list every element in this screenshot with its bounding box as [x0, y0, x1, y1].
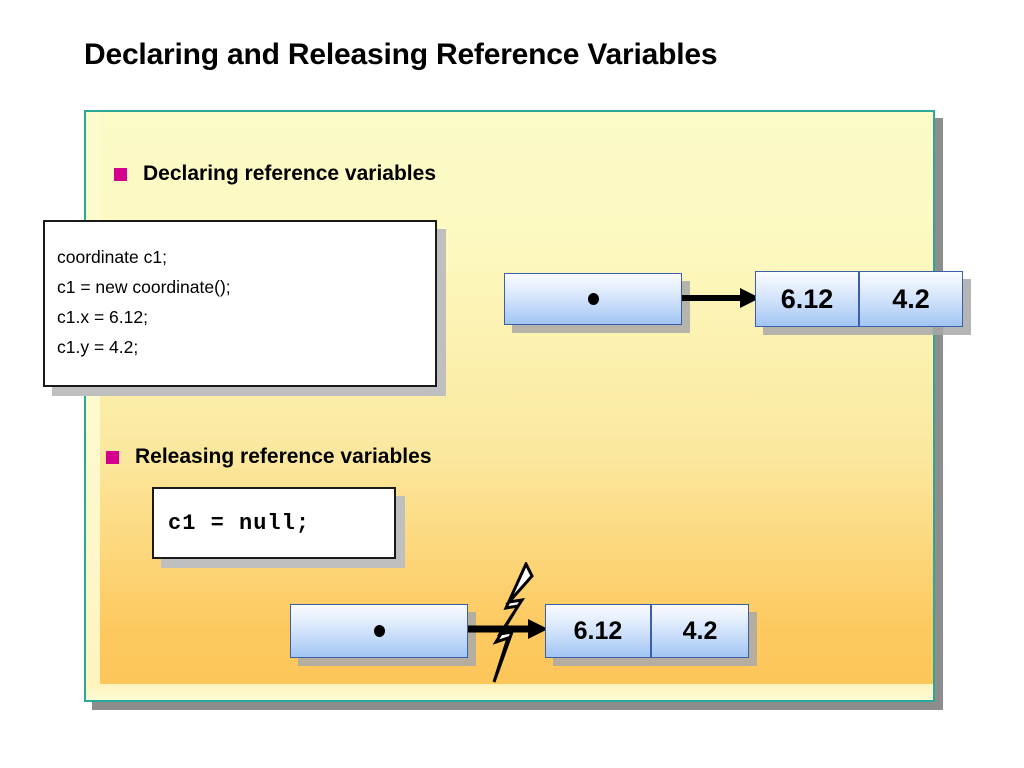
pointer-dot-icon — [587, 293, 599, 305]
value-box-x-top: 6.12 — [755, 271, 859, 327]
bullet-item-declaring: Declaring reference variables — [114, 162, 436, 186]
value-text: 6.12 — [573, 616, 623, 645]
bullet-label-declaring: Declaring reference variables — [143, 162, 436, 185]
pointer-dot-icon — [373, 625, 385, 637]
value-box-x-bottom: 6.12 — [545, 604, 651, 658]
code-line: c1 = null; — [168, 510, 311, 536]
pointer-box-top — [504, 273, 682, 325]
value-box-y-bottom: 4.2 — [651, 604, 749, 658]
value-text: 6.12 — [780, 283, 834, 314]
bullet-square-icon — [114, 167, 127, 181]
pointer-box-bottom — [290, 604, 468, 658]
lightning-bolt-icon — [482, 560, 544, 689]
code-box-null: c1 = null; — [152, 487, 396, 559]
code-box-declare: coordinate c1; c1 = new coordinate(); c1… — [43, 220, 437, 387]
bullet-item-releasing: Releasing reference variables — [106, 445, 432, 469]
arrow-bottom — [468, 616, 548, 647]
bullet-square-icon — [106, 450, 119, 464]
bullet-label-releasing: Releasing reference variables — [135, 445, 432, 468]
value-box-y-top: 4.2 — [859, 271, 963, 327]
panel-left-margin-strip — [86, 112, 100, 700]
code-line: coordinate c1; — [57, 247, 167, 267]
page-title: Declaring and Releasing Reference Variab… — [84, 38, 718, 71]
value-text: 4.2 — [682, 616, 718, 645]
code-line: c1.y = 4.2; — [57, 337, 139, 357]
value-text: 4.2 — [892, 283, 930, 314]
code-line: c1 = new coordinate(); — [57, 277, 231, 297]
code-line: c1.x = 6.12; — [57, 307, 148, 327]
arrow-top — [682, 285, 760, 316]
panel-bottom-margin-strip — [86, 684, 933, 700]
